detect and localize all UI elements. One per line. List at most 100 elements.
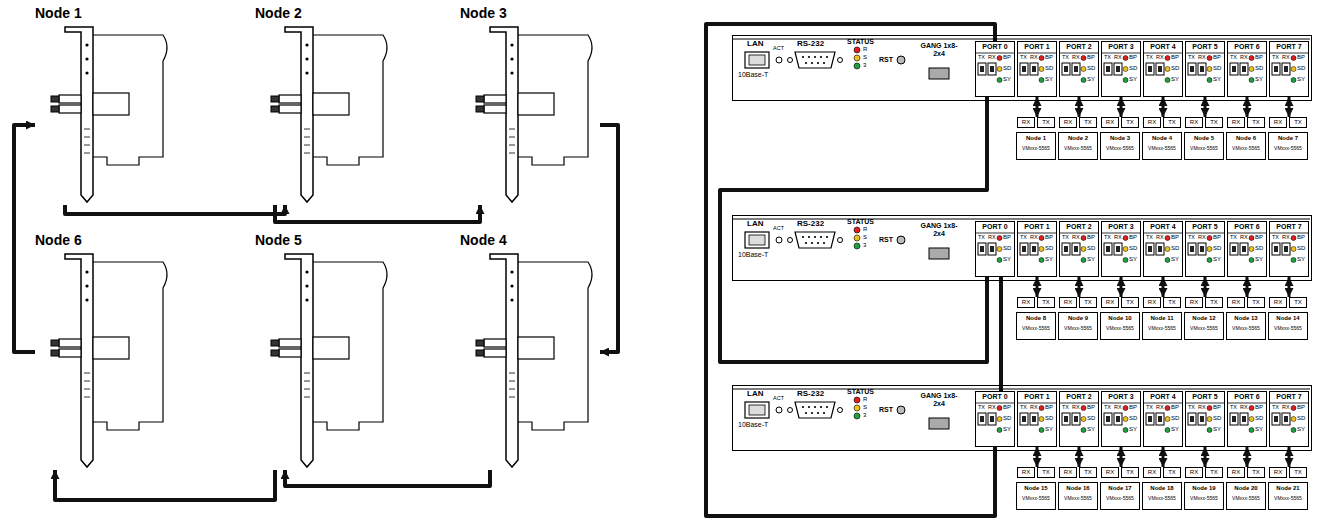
- panel-label: 10Base-T: [738, 421, 768, 429]
- lc-plug: [279, 339, 301, 347]
- fiber-socket: [978, 63, 986, 75]
- fiber-socket: [1062, 413, 1070, 425]
- port-led: [997, 236, 1002, 241]
- lc-plug: [59, 105, 81, 113]
- port-divider: [976, 53, 1014, 54]
- panel-label: BP: [1087, 234, 1095, 241]
- port-led: [1291, 247, 1296, 252]
- panel-label: SY: [1297, 426, 1305, 433]
- panel-label: SY: [1045, 76, 1053, 83]
- fiber-cable: [285, 470, 490, 486]
- panel-label: TX: [1188, 234, 1195, 240]
- port-led: [1123, 247, 1128, 252]
- status-led: [510, 71, 513, 74]
- panel-label: TX: [1230, 234, 1237, 240]
- panel-label: RX: [1143, 117, 1161, 128]
- panel-label: TX: [1163, 467, 1181, 478]
- reset-button: [897, 236, 905, 244]
- port-led: [1291, 417, 1296, 422]
- hub-port: PORT 2TXRXBPSDSY: [1059, 221, 1099, 277]
- fiber-socket: [1114, 63, 1122, 75]
- node-label-plate: [1059, 133, 1098, 160]
- panel-label: RX: [1282, 404, 1290, 410]
- panel-label: PORT 1: [1018, 43, 1056, 51]
- bracket-marking: [84, 153, 90, 154]
- hub-chassis: PORT 0TXRXBPSDSYPORT 1TXRXBPSDSYPORT 2TX…: [732, 215, 1312, 281]
- hub-port: PORT 3TXRXBPSDSY: [1101, 221, 1141, 277]
- panel-label: BP: [1171, 54, 1179, 61]
- panel-label: SY: [1087, 256, 1095, 263]
- panel-label: PORT 0: [976, 393, 1014, 401]
- db9-connector: [795, 232, 835, 248]
- fiber-socket: [1156, 63, 1164, 75]
- port-divider: [1060, 233, 1098, 234]
- panel-label: RX: [1269, 297, 1287, 308]
- node-module: RXTXNode 7VMxxx-5565: [1268, 117, 1308, 161]
- bracket-marking: [84, 389, 90, 390]
- panel-label: VMxxx-5565: [1016, 326, 1056, 332]
- hub-chassis: PORT 0TXRXBPSDSYPORT 1TXRXBPSDSYPORT 2TX…: [732, 35, 1312, 101]
- db9-connector: [795, 52, 835, 68]
- hub-port: PORT 4TXRXBPSDSY: [1143, 41, 1183, 97]
- panel-label: PORT 4: [1144, 43, 1182, 51]
- panel-label: VMxxx-5565: [1100, 146, 1140, 152]
- node-label-plate: [1269, 313, 1308, 340]
- fiber-socket-core: [1064, 416, 1068, 422]
- port-link: [1288, 447, 1291, 467]
- lan-jack: [745, 402, 769, 418]
- panel-label: SY: [1213, 426, 1221, 433]
- panel-label: SD: [1087, 245, 1095, 252]
- port-led: [997, 56, 1002, 61]
- panel-label: TX: [1079, 297, 1097, 308]
- fiber-socket: [1272, 63, 1280, 75]
- panel-label: BP: [1255, 54, 1263, 61]
- fiber-socket: [1240, 243, 1248, 255]
- status-led: [305, 57, 308, 60]
- panel-label: RX: [1269, 467, 1287, 478]
- card-bracket: [285, 254, 313, 467]
- panel-label: TX: [1020, 54, 1027, 60]
- panel-label: TX: [1247, 467, 1265, 478]
- fiber-socket-core: [1106, 416, 1110, 422]
- fiber-cable: [275, 205, 480, 222]
- node-label-plate: [1227, 483, 1266, 510]
- node-module: RXTXNode 8VMxxx-5565: [1016, 297, 1056, 341]
- db9-pin: [811, 242, 813, 244]
- fiber-socket: [1072, 243, 1080, 255]
- port-led: [997, 406, 1002, 411]
- pci-card: Node 5: [255, 232, 395, 470]
- panel-label: Node 13: [1226, 315, 1266, 322]
- panel-label: Node 19: [1184, 485, 1224, 492]
- panel-label: TX: [1121, 117, 1139, 128]
- panel-label: S: [863, 234, 867, 241]
- panel-label: PORT 7: [1270, 393, 1308, 401]
- db9-pin: [817, 412, 819, 414]
- panel-label: VMxxx-5565: [1058, 496, 1098, 502]
- port-led: [1123, 258, 1128, 263]
- fiber-socket-core: [1116, 416, 1120, 422]
- panel-label: SY: [1003, 76, 1011, 83]
- port-link: [1120, 277, 1123, 297]
- port-link: [1204, 447, 1207, 467]
- port-led: [997, 428, 1002, 433]
- panel-label: RST: [879, 406, 893, 414]
- panel-label: TX: [978, 54, 985, 60]
- panel-label: RX: [988, 404, 996, 410]
- node-module: RXTXNode 2VMxxx-5565: [1058, 117, 1098, 161]
- fiber-cable: [55, 470, 275, 500]
- panel-label: Node 7: [1268, 135, 1308, 142]
- pci-card: Node 2: [255, 5, 395, 205]
- illustration: [460, 232, 600, 470]
- bracket-marking: [304, 389, 310, 390]
- lan-jack-socket: [749, 235, 765, 245]
- status-led: [854, 63, 860, 69]
- bracket-marking: [84, 381, 90, 382]
- panel-label: BP: [1297, 234, 1305, 241]
- port-divider: [1060, 403, 1098, 404]
- illustration: [35, 5, 175, 205]
- fiber-socket: [1062, 243, 1070, 255]
- panel-label: VMxxx-5565: [1184, 326, 1224, 332]
- port-led: [1291, 67, 1296, 72]
- panel-label: PORT 5: [1186, 223, 1224, 231]
- panel-label: RX: [1030, 404, 1038, 410]
